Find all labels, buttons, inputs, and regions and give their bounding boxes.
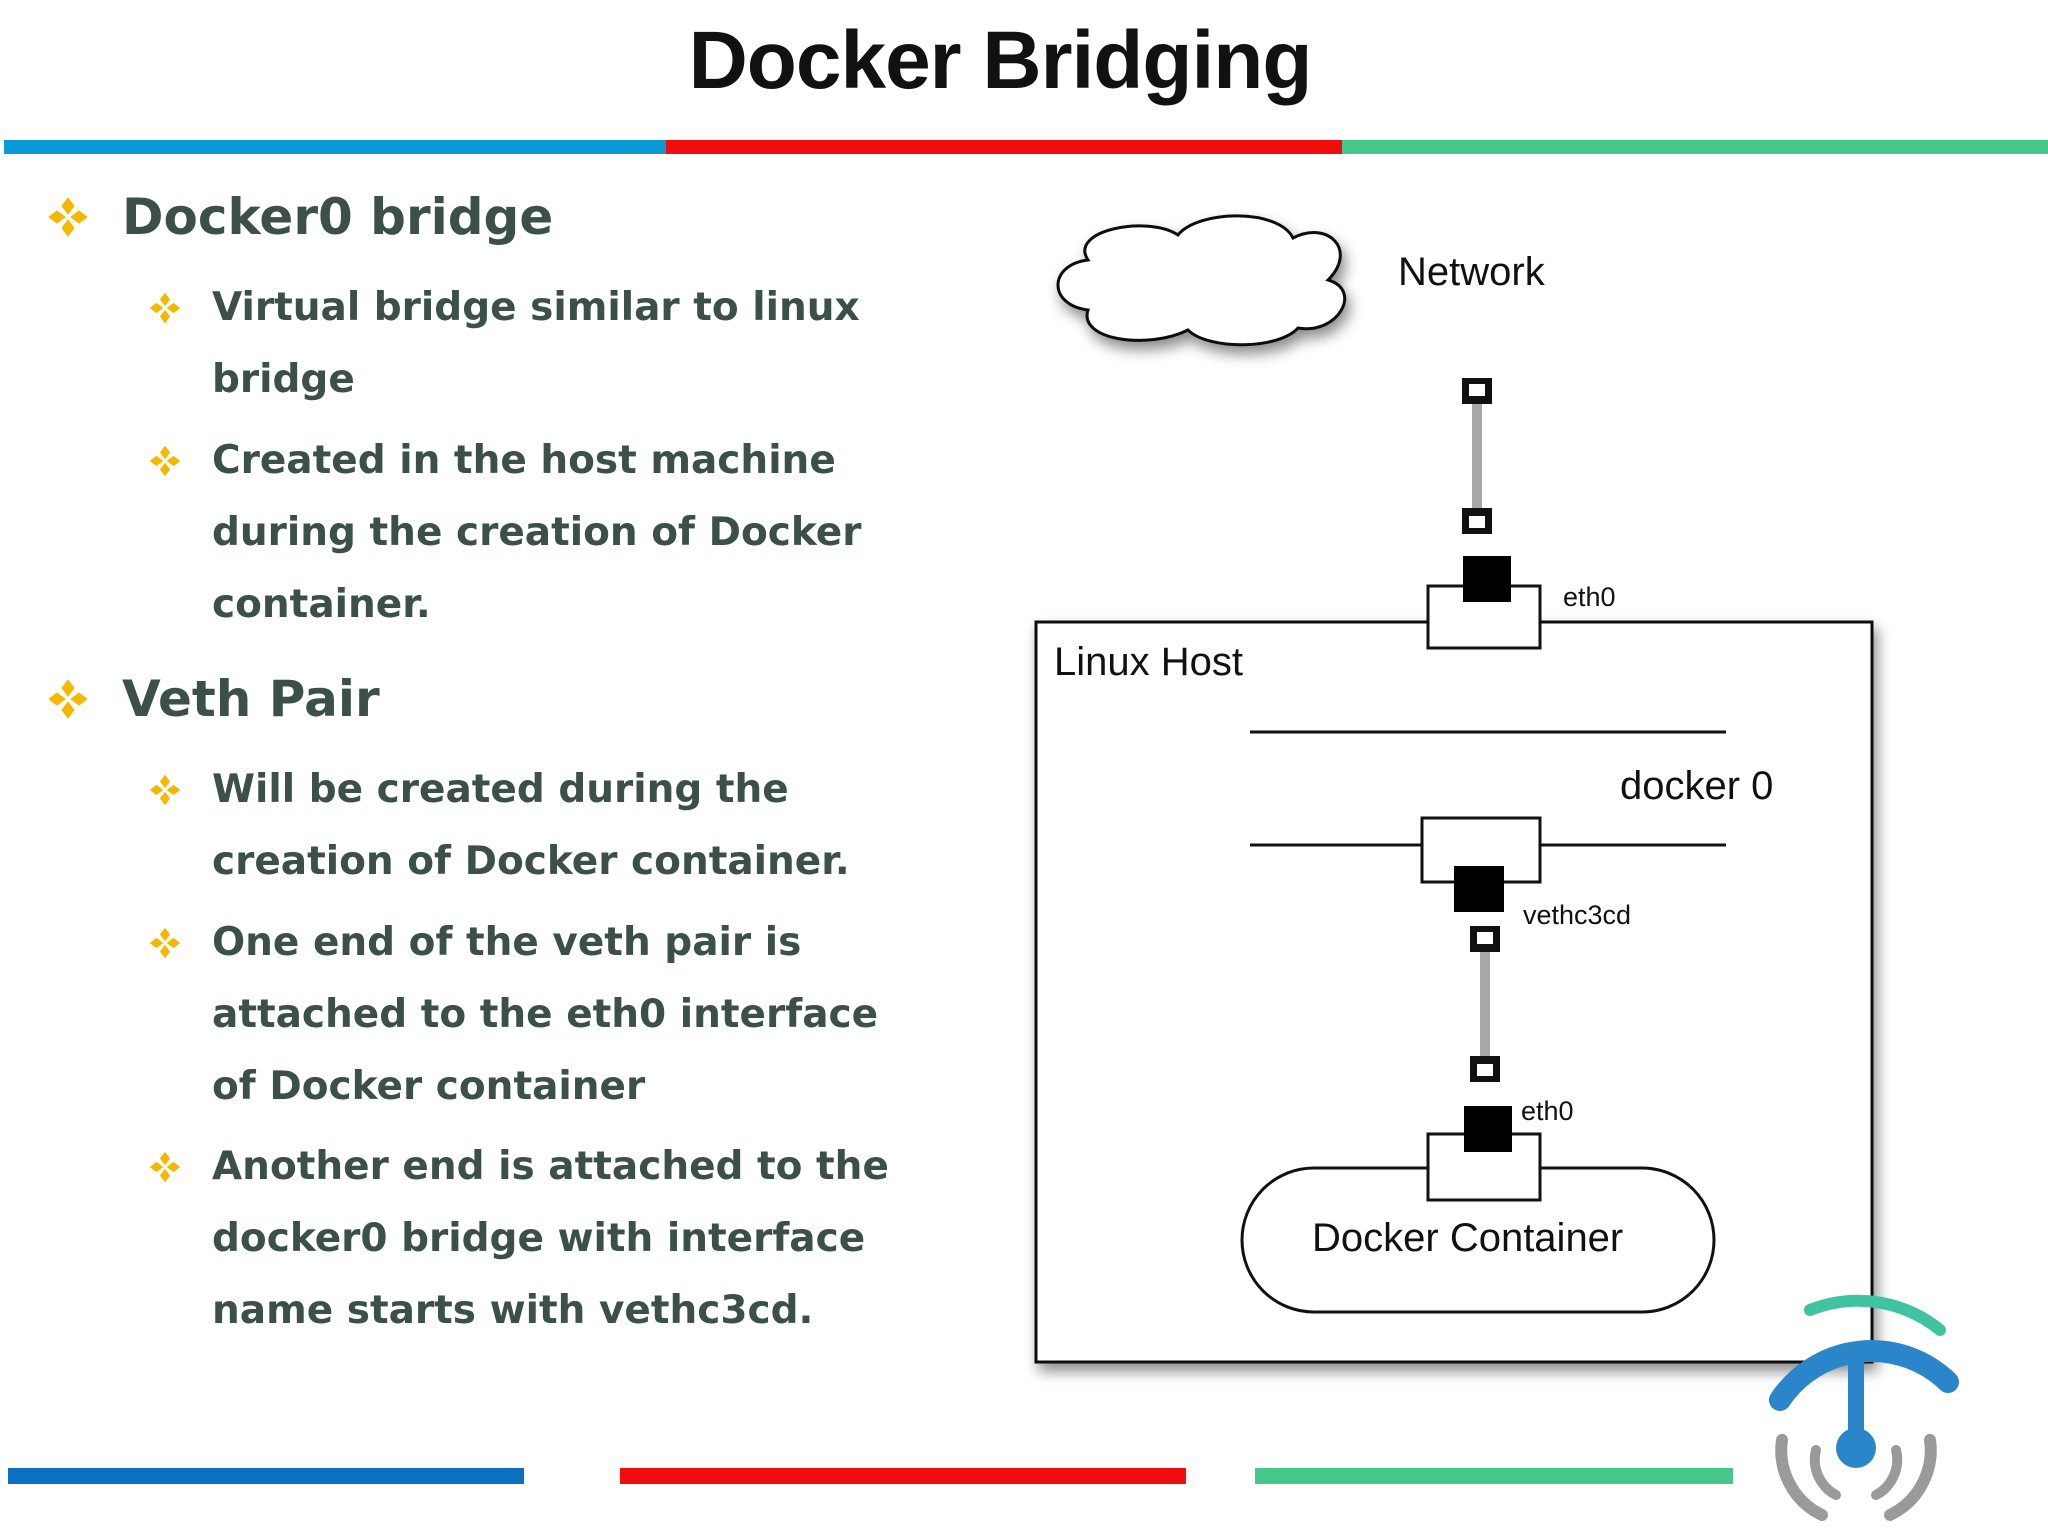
container-eth0-jack [1464,1106,1512,1152]
wireless-logo-icon [1769,1294,1959,1521]
bullet-text: Will be created during the creation of D… [212,767,850,884]
top-bar-blue [4,140,666,154]
host-eth0-jack [1463,556,1511,602]
page-title: Docker Bridging [688,15,1313,106]
host-eth0-label: eth0 [1563,582,1616,612]
container-eth0-port [1426,1132,1542,1202]
docker-container-label: Docker Container [1312,1216,1624,1260]
section-heading-veth: Veth Pair [122,670,380,728]
container-eth0-label: eth0 [1521,1096,1574,1126]
bottom-bar-red [620,1468,1186,1484]
sub-bullet-star-icon [149,774,181,806]
bullet-text: One end of the veth pair is attached to … [212,920,879,1109]
sub-bullet-star-icon [149,927,181,959]
bottom-bar-green [1255,1468,1733,1484]
docker0-label: docker 0 [1620,764,1774,808]
bullet-text: Another end is attached to the docker0 b… [212,1144,889,1333]
veth-jack [1454,866,1504,912]
section-heading-docker0: Docker0 bridge [122,188,554,246]
bottom-bar-blue [8,1468,524,1484]
upper-connector [1462,378,1492,534]
veth-label: vethc3cd [1523,900,1632,930]
bridge-diagram [1034,214,1874,1364]
sub-bullet-star-icon [149,445,181,477]
network-label: Network [1398,250,1545,294]
lower-connector [1470,926,1500,1082]
top-bar-red [666,140,1342,154]
bullet-star-icon [48,197,88,237]
top-bar-green [1342,140,2048,154]
bullet-text: Virtual bridge similar to linux bridge [212,285,860,402]
sub-bullet-star-icon [149,292,181,324]
linux-host-label: Linux Host [1054,640,1243,684]
sub-bullet-star-icon [149,1151,181,1183]
bullet-star-icon [48,679,88,719]
network-cloud [1056,214,1347,347]
bullet-text: Created in the host machine during the c… [212,438,862,627]
